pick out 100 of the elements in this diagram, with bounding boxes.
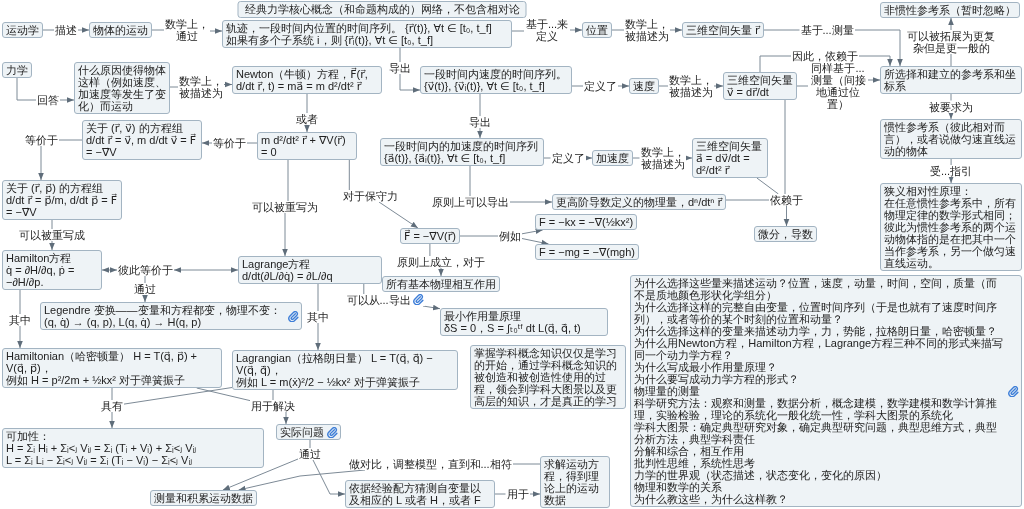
arrow (685, 155, 693, 161)
arrow (49, 240, 55, 251)
concept-text: 为什么教这些，为什么这样教？ (634, 493, 789, 505)
concept-text: 轨迹，一段时间内位置的时间序列。 {r⃗(t)}, ∀t ∈ [t₀, t_f] (226, 22, 493, 34)
connector-line (429, 243, 431, 257)
arrow (399, 73, 421, 93)
linking-phrase: 或者 (295, 113, 319, 125)
linking-phrase: 定义了 (550, 152, 586, 164)
linking-phrase: 依赖于 (769, 194, 804, 206)
connector-line (756, 177, 779, 195)
arrow (521, 228, 544, 235)
concept-text: H = Σᵢ Hᵢ + Σᵢ<ⱼ Vᵢⱼ = Σᵢ (Tᵢ + Vᵢ) + Σᵢ<ⱼ Vᵢⱼ (6, 442, 198, 454)
arrow (142, 294, 148, 303)
connector-line (306, 93, 308, 114)
concept-box (682, 22, 764, 38)
connector-line (759, 55, 792, 73)
concept-text: 批判性思维，系统性思考 (634, 457, 756, 469)
linking-phrase: 数学上，被描述为 (624, 18, 670, 42)
linking-phrase: 用于 (505, 488, 530, 500)
diagram-title: 经典力学核心概念（和命题构成的）网络，不包含相对论 (237, 1, 527, 18)
connector-line (459, 235, 499, 237)
connector-line (571, 85, 584, 87)
concept-box (629, 78, 659, 94)
linking-phrase: 数学上，被描述为 (639, 146, 686, 170)
linking-phrase: 通过 (133, 283, 157, 295)
linking-phrase: 原则上成立，对于 (396, 256, 486, 268)
concept-text: 关于 (r⃗, p⃗) 的方程组 (6, 182, 105, 194)
connector-line (169, 86, 179, 88)
linking-phrase: 基于...来定义 (524, 18, 570, 42)
concept-box (400, 228, 460, 244)
arrow (948, 176, 954, 184)
concept-box (238, 256, 382, 284)
concept-box (880, 2, 1020, 18)
concept-box (630, 275, 1022, 507)
arrow (59, 97, 75, 103)
concept-box (592, 150, 633, 166)
connector-line (111, 387, 113, 401)
linking-phrase: 描述 (54, 24, 78, 36)
connector-line (399, 47, 401, 63)
arrow (867, 77, 881, 83)
arrow (173, 267, 239, 273)
linking-phrase: 其中 (8, 314, 32, 326)
concept-text: F = −mg = −∇(mgh) (539, 246, 635, 258)
arrow (477, 127, 483, 139)
arrow (585, 155, 593, 161)
concept-box (2, 250, 102, 290)
arrow (713, 83, 724, 89)
concept-text: d/dt(∂L/∂q̇) = ∂L/∂q (242, 270, 334, 282)
connector-line (123, 387, 233, 405)
linking-phrase: 其中 (306, 311, 330, 323)
arrow (521, 238, 549, 246)
linking-phrase: 被要求为 (928, 100, 974, 113)
arrow (38, 145, 44, 181)
concept-box (276, 424, 341, 440)
connector-line (479, 93, 481, 117)
concept-text: 例如 H = p²/2m + ½kx² 对于弹簧振子 (6, 374, 187, 386)
arrow (238, 469, 366, 492)
concept-text: {v⃗(t)}, {v⃗ᵢ(t)}, ∀t ∈ [t₀, t_f] (424, 80, 546, 92)
concept-text: q̇ = ∂H/∂q, ṗ = −∂H/∂p. (6, 264, 76, 288)
concept-text: 物理和数学的关系 (634, 481, 722, 493)
connector-line (632, 157, 640, 159)
connector-line (512, 463, 541, 465)
concept-text: 力学的世界观（状态描述，状态变化，变化的原因） (634, 469, 888, 481)
connector-line (51, 219, 53, 230)
linking-phrase: 可以被重写成 (18, 229, 86, 241)
connector-line (611, 29, 625, 31)
concept-text: 更高阶导数定义的物理量，dⁿ/dtⁿ r⃗ (556, 196, 722, 208)
concept-text: 学科大图景：确定典型研究对象，确定典型研究问题，典型思维方式，典型分析方法，典型学科责任 (634, 421, 998, 445)
arrow (529, 491, 541, 497)
arrow (509, 199, 553, 205)
arrow (948, 112, 954, 120)
arrow (201, 140, 213, 146)
concept-text: d/dt r⃗ = p⃗/m, d/dt p⃗ = F⃗ = −∇⃗V (6, 194, 118, 218)
concept-text: 一段时间内的加速度的时间序列 (384, 140, 539, 152)
concept-text: Newton（牛顿）方程，F⃗(r⃗, d/dt r⃗, t) = ma⃗ = m d²/dt² r⃗ (236, 68, 369, 92)
linking-phrase: 做对比，调整模型，直到和...相符 (347, 458, 513, 470)
concept-text: 什么原因使得物体这样（例如速度、加速度等发生了变化）而运动 (78, 64, 166, 112)
arrow (948, 17, 954, 31)
concept-box (540, 456, 610, 508)
concept-text: {a⃗(t)}, {a⃗ᵢ(t)}, ∀t ∈ [t₀, t_f] (384, 152, 507, 164)
connector-line (796, 85, 809, 87)
concept-text: Hamilton方程 (6, 252, 73, 264)
linking-phrase: 回答 (36, 94, 60, 106)
arrow (669, 27, 683, 33)
connector-line (19, 289, 21, 315)
concept-box (82, 120, 202, 160)
concept-text: 物理量的测量 (634, 385, 701, 397)
concept-box (89, 22, 152, 38)
arrow (282, 212, 288, 257)
linking-phrase: 导出 (388, 62, 412, 74)
connector-line (363, 283, 365, 295)
concept-text: 测量和积累运动数据 (154, 492, 253, 504)
arrow (783, 205, 790, 227)
concept-text: 关于 (r⃗, v⃗) 的方程组 (86, 122, 184, 134)
connector-line (950, 158, 952, 166)
concept-text: 在任意惯性参考系中，所有物理定律的数学形式相同；彼此为惯性参考系的两个运动物体指的是在把其中一个当作参考系，另一个做匀速直线运动。 (884, 197, 1017, 269)
connector-line (348, 159, 350, 191)
linking-phrase: 因此，依赖于 (791, 50, 859, 62)
linking-phrase: 等价于 (23, 134, 59, 146)
concept-box (880, 66, 1022, 94)
